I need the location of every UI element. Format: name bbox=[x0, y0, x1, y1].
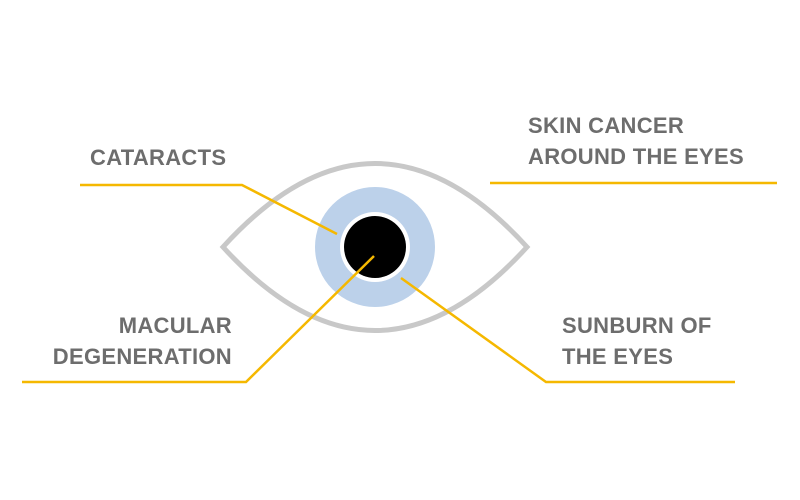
leader-line-cataracts bbox=[80, 183, 338, 236]
label-line: AROUND THE EYES bbox=[528, 144, 744, 169]
label-line: CATARACTS bbox=[90, 145, 227, 170]
label-line: SKIN CANCER bbox=[528, 113, 685, 138]
label-line: DEGENERATION bbox=[52, 344, 232, 369]
label-line: THE EYES bbox=[562, 344, 674, 369]
label-sunburn: SUNBURN OF THE EYES bbox=[562, 310, 712, 372]
label-macular-degeneration: MACULAR DEGENERATION bbox=[53, 310, 232, 372]
label-line: MACULAR bbox=[118, 313, 232, 338]
leader-line-macular bbox=[22, 255, 375, 384]
label-cataracts: CATARACTS bbox=[90, 142, 226, 173]
label-skin-cancer: SKIN CANCER AROUND THE EYES bbox=[528, 110, 744, 172]
label-line: SUNBURN OF bbox=[562, 313, 712, 338]
leader-line-sunburn bbox=[400, 276, 735, 384]
pupil bbox=[344, 216, 406, 278]
